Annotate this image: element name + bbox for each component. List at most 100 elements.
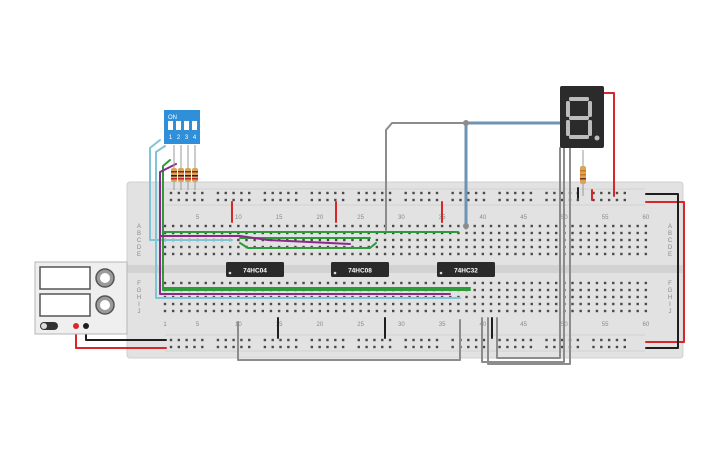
rail-hole[interactable] xyxy=(506,191,509,195)
breadboard-hole[interactable] xyxy=(538,224,542,228)
positive-terminal[interactable] xyxy=(73,323,79,329)
breadboard-hole[interactable] xyxy=(497,224,501,228)
breadboard-hole[interactable] xyxy=(644,309,648,313)
breadboard-hole[interactable] xyxy=(196,302,199,306)
breadboard-hole[interactable] xyxy=(326,302,330,306)
breadboard-hole[interactable] xyxy=(334,252,338,256)
breadboard-hole[interactable] xyxy=(620,252,623,256)
wire-gray-5[interactable] xyxy=(496,147,561,359)
rail-hole[interactable] xyxy=(506,198,509,202)
breadboard-hole[interactable] xyxy=(620,238,623,242)
breadboard-hole[interactable] xyxy=(343,309,346,313)
rail-hole[interactable] xyxy=(341,338,345,342)
breadboard-hole[interactable] xyxy=(530,224,533,228)
breadboard-hole[interactable] xyxy=(636,309,639,313)
wire-black-rail[interactable] xyxy=(645,193,679,349)
breadboard-hole[interactable] xyxy=(612,281,615,285)
breadboard-hole[interactable] xyxy=(245,252,248,256)
rail-hole[interactable] xyxy=(381,338,384,342)
breadboard-hole[interactable] xyxy=(424,238,427,242)
breadboard-hole[interactable] xyxy=(579,252,582,256)
breadboard-hole[interactable] xyxy=(351,309,354,313)
rail-hole[interactable] xyxy=(521,345,525,349)
breadboard-hole[interactable] xyxy=(253,224,256,228)
breadboard-hole[interactable] xyxy=(587,309,590,313)
breadboard-hole[interactable] xyxy=(416,281,419,285)
rail-hole[interactable] xyxy=(216,338,220,342)
breadboard-hole[interactable] xyxy=(449,302,452,306)
breadboard-hole[interactable] xyxy=(171,302,175,306)
breadboard-hole[interactable] xyxy=(440,281,444,285)
rail-hole[interactable] xyxy=(607,198,611,202)
breadboard-hole[interactable] xyxy=(522,252,525,256)
breadboard-hole[interactable] xyxy=(506,224,509,228)
breadboard-hole[interactable] xyxy=(538,309,542,313)
breadboard-hole[interactable] xyxy=(571,252,574,256)
breadboard-hole[interactable] xyxy=(229,252,232,256)
wire-purple-2[interactable] xyxy=(159,235,451,295)
breadboard-hole[interactable] xyxy=(489,224,493,228)
rail-hole[interactable] xyxy=(287,338,290,342)
breadboard-hole[interactable] xyxy=(530,309,533,313)
rail-hole[interactable] xyxy=(553,191,556,195)
breadboard-hole[interactable] xyxy=(636,245,639,249)
breadboard-hole[interactable] xyxy=(506,302,509,306)
rail-hole[interactable] xyxy=(201,198,204,202)
breadboard-hole[interactable] xyxy=(204,224,207,228)
breadboard-hole[interactable] xyxy=(465,281,468,285)
rail-hole[interactable] xyxy=(193,198,196,202)
breadboard-hole[interactable] xyxy=(620,295,623,299)
rail-hole[interactable] xyxy=(388,345,392,349)
breadboard-hole[interactable] xyxy=(587,245,590,249)
breadboard-hole[interactable] xyxy=(595,281,599,285)
breadboard-hole[interactable] xyxy=(237,224,240,228)
breadboard-hole[interactable] xyxy=(440,238,444,242)
rail-hole[interactable] xyxy=(600,345,603,349)
rail-hole[interactable] xyxy=(576,345,580,349)
breadboard-hole[interactable] xyxy=(432,309,436,313)
breadboard-hole[interactable] xyxy=(457,238,460,242)
breadboard-hole[interactable] xyxy=(416,252,419,256)
rail-hole[interactable] xyxy=(216,198,220,202)
rail-hole[interactable] xyxy=(216,345,220,349)
breadboard-hole[interactable] xyxy=(555,309,558,313)
breadboard-hole[interactable] xyxy=(408,252,411,256)
breadboard-hole[interactable] xyxy=(506,281,509,285)
wire-red-display[interactable] xyxy=(603,92,615,197)
rail-hole[interactable] xyxy=(412,198,415,202)
breadboard-hole[interactable] xyxy=(449,252,452,256)
breadboard-hole[interactable] xyxy=(644,288,648,292)
breadboard-hole[interactable] xyxy=(587,288,590,292)
rail-hole[interactable] xyxy=(294,191,298,195)
rail-hole[interactable] xyxy=(498,198,501,202)
breadboard-hole[interactable] xyxy=(530,295,533,299)
breadboard-hole[interactable] xyxy=(636,302,639,306)
dip-toggle[interactable] xyxy=(176,121,181,130)
breadboard-hole[interactable] xyxy=(497,295,501,299)
breadboard-hole[interactable] xyxy=(473,224,476,228)
breadboard-hole[interactable] xyxy=(595,245,599,249)
breadboard-hole[interactable] xyxy=(603,281,607,285)
rail-hole[interactable] xyxy=(467,198,470,202)
breadboard-hole[interactable] xyxy=(392,252,395,256)
rail-hole[interactable] xyxy=(600,198,603,202)
breadboard-hole[interactable] xyxy=(620,224,623,228)
rail-hole[interactable] xyxy=(459,198,462,202)
breadboard-hole[interactable] xyxy=(302,302,305,306)
rail-hole[interactable] xyxy=(193,345,196,349)
rail-hole[interactable] xyxy=(240,198,243,202)
breadboard-hole[interactable] xyxy=(440,245,444,249)
breadboard-hole[interactable] xyxy=(620,245,623,249)
rail-hole[interactable] xyxy=(169,338,173,342)
breadboard-hole[interactable] xyxy=(180,302,183,306)
rail-hole[interactable] xyxy=(388,191,392,195)
breadboard-hole[interactable] xyxy=(636,252,639,256)
breadboard-hole[interactable] xyxy=(334,238,338,242)
breadboard-hole[interactable] xyxy=(571,245,574,249)
breadboard-hole[interactable] xyxy=(473,302,476,306)
rail-hole[interactable] xyxy=(373,338,376,342)
breadboard-hole[interactable] xyxy=(522,238,525,242)
breadboard-hole[interactable] xyxy=(579,231,582,235)
rail-hole[interactable] xyxy=(420,198,423,202)
